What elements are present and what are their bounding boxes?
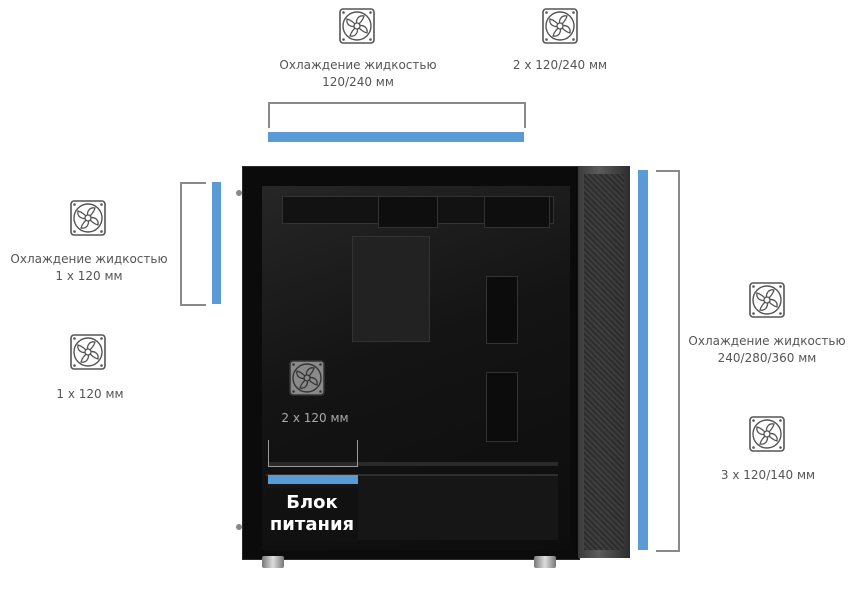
motherboard-cutout [352,236,430,342]
fan-icon [749,416,785,452]
bottom-bracket [268,440,358,467]
cable-grommet [486,276,518,344]
rear-liquid-label: Охлаждение жидкостью 1 x 120 мм [10,252,168,283]
case-foot [262,556,284,568]
front-bracket [656,170,680,552]
fan-icon [542,8,578,44]
fan-icon [70,200,106,236]
top-radiator-bar [268,132,524,142]
rear-fan-label: 1 x 120 мм [56,387,124,401]
front-radiator-bar [638,170,648,550]
top-fans-label: 2 x 120/240 мм [512,58,608,72]
front-fans-label: 3 x 120/140 мм [720,468,816,482]
psu-shroud-edge [268,462,558,466]
rear-bracket [180,182,206,306]
top-liquid-label: Охлаждение жидкостью 120/240 мм [279,58,437,89]
front-liquid-label: Охлаждение жидкостью 240/280/360 мм [688,334,846,365]
fan-icon [289,360,325,396]
front-mesh [584,174,624,550]
top-fan-slot [484,196,550,228]
top-fan-slot [378,196,438,228]
rear-radiator-bar [212,182,221,304]
bottom-radiator-bar [268,475,358,484]
fan-icon [749,282,785,318]
thumbscrew [236,190,242,196]
bottom-fans-label: 2 x 120 мм [281,411,349,425]
cable-grommet [486,372,518,442]
psu-label: Блок питания [266,488,358,542]
thumbscrew [236,524,242,530]
fan-icon [70,334,106,370]
fan-icon [339,8,375,44]
case-foot [534,556,556,568]
top-bracket [268,102,526,128]
